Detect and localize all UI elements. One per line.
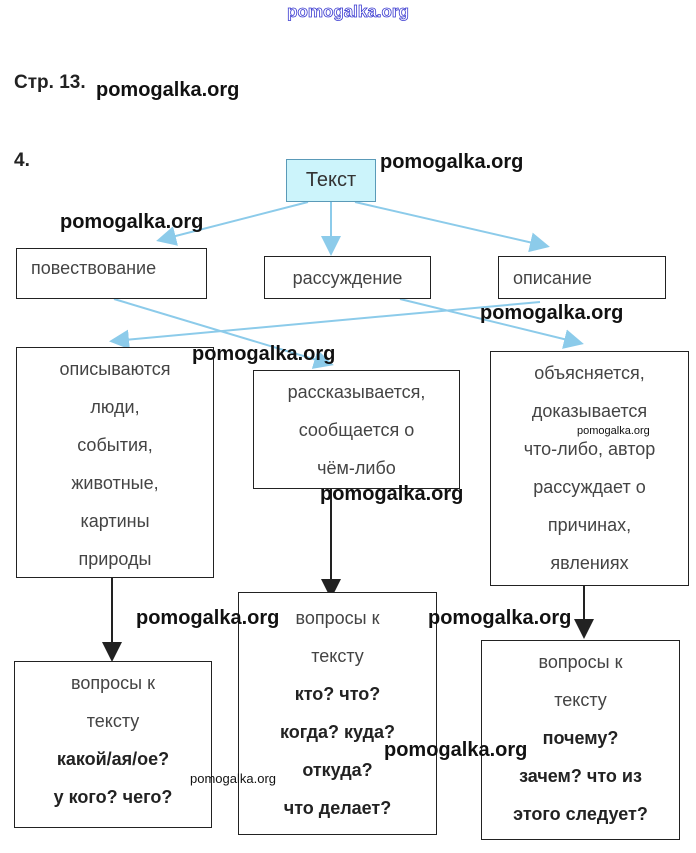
- text-line: события,: [77, 435, 153, 455]
- watermark: pomogalka.org: [190, 771, 276, 786]
- questions-title: вопросы к: [295, 608, 380, 628]
- text-line: явлениях: [550, 553, 629, 573]
- top-watermark: pomogalka.org: [287, 2, 410, 22]
- arrow-root-narration: [156, 201, 309, 246]
- question-item: откуда?: [302, 760, 373, 780]
- meaning-right: объясняется, доказывается что-либо, авто…: [490, 351, 689, 586]
- text-line: чём-либо: [317, 458, 396, 478]
- watermark: pomogalka.org: [192, 343, 336, 365]
- question-item: зачем? что из: [519, 766, 642, 786]
- text-line: сообщается о: [298, 420, 415, 440]
- arrow-reasoning-meaning: [399, 298, 584, 349]
- root-label: Текст: [305, 169, 357, 191]
- text-line: описываются: [59, 359, 171, 379]
- text-line: объясняется,: [534, 363, 645, 383]
- question-item: почему?: [542, 728, 619, 748]
- type-reasoning: рассуждение: [264, 256, 431, 299]
- arrow-root-description: [354, 201, 550, 253]
- text-line: рассуждает о: [533, 477, 646, 497]
- type-label: описание: [513, 268, 592, 288]
- questions-title: тексту: [86, 711, 140, 731]
- watermark: pomogalka.org: [577, 425, 650, 437]
- question-item: когда? куда?: [279, 722, 395, 742]
- watermark: pomogalka.org: [96, 79, 240, 101]
- question-item: что делает?: [283, 798, 392, 818]
- questions-middle: вопросы к тексту кто? что? когда? куда? …: [238, 592, 437, 835]
- questions-right: вопросы к тексту почему? зачем? что из э…: [481, 640, 680, 840]
- text-line: причинах,: [547, 515, 632, 535]
- meaning-middle: рассказывается, сообщается о чём-либо: [253, 370, 460, 489]
- page-label: Стр. 13.: [14, 72, 86, 93]
- watermark: pomogalka.org: [384, 739, 528, 761]
- meaning-left: описываются люди, события, животные, кар…: [16, 347, 214, 578]
- type-narration: повествование: [16, 248, 207, 299]
- questions-title: тексту: [554, 690, 607, 710]
- text-line: доказывается: [531, 401, 648, 421]
- type-description: описание: [498, 256, 666, 299]
- question-item: кто? что?: [294, 684, 381, 704]
- watermark: pomogalka.org: [136, 607, 280, 629]
- question-item: какой/ая/ое?: [56, 749, 170, 769]
- task-number: 4.: [14, 150, 30, 171]
- questions-title: вопросы к: [71, 673, 155, 693]
- question-item: у кого? чего?: [53, 787, 173, 807]
- watermark: pomogalka.org: [320, 483, 464, 505]
- watermark: pomogalka.org: [480, 302, 624, 324]
- text-line: природы: [78, 549, 152, 569]
- type-label: рассуждение: [292, 268, 403, 288]
- questions-title: вопросы к: [538, 652, 623, 672]
- question-item: этого следует?: [513, 804, 648, 824]
- watermark: pomogalka.org: [380, 151, 524, 173]
- text-line: что-либо, автор: [523, 439, 656, 459]
- questions-left: вопросы к тексту какой/ая/ое? у кого? че…: [14, 661, 212, 828]
- text-line: люди,: [90, 397, 140, 417]
- text-line: животные,: [71, 473, 159, 493]
- text-line: рассказывается,: [287, 382, 426, 402]
- type-label: повествование: [31, 258, 157, 278]
- watermark: pomogalka.org: [428, 607, 572, 629]
- root-node: Текст: [286, 159, 376, 202]
- watermark: pomogalka.org: [60, 211, 204, 233]
- arrow-description-meaning: [109, 301, 541, 350]
- questions-title: тексту: [311, 646, 364, 666]
- text-line: картины: [80, 511, 150, 531]
